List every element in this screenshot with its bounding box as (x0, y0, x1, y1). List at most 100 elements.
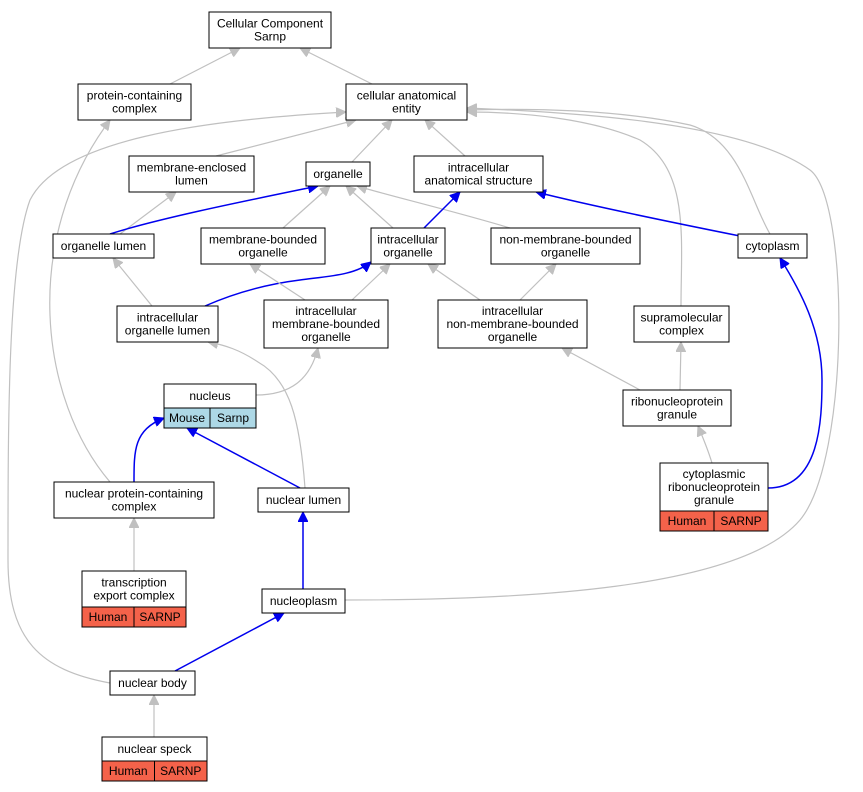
node-label-line: transcription (101, 576, 166, 590)
gene-label: SARNP (720, 514, 761, 528)
node-box (305, 161, 371, 187)
node-label-line: intracellular (482, 304, 543, 318)
edge-intracellular-organelle-to-organelle (346, 186, 394, 229)
node-label-line: nucleus (189, 389, 230, 403)
node-label-line: ribonucleoprotein (668, 480, 760, 494)
edge-protein-containing-complex-to-cellular-component (169, 47, 240, 85)
node-label-line: nuclear lumen (266, 493, 341, 507)
gene-cell (209, 407, 257, 429)
gene-label: SARNP (160, 764, 201, 778)
node-box (77, 83, 192, 121)
edge-supramolecular-complex-to-cellular-anatomical-entity (467, 112, 683, 307)
node-label-line: organelle (238, 246, 288, 260)
node-label-line: organelle lumen (61, 239, 146, 253)
node-label-line: membrane-bounded (272, 317, 380, 331)
edge-intracellular-membrane-bounded-organelle-to-membrane-bounded-organelle (250, 264, 306, 301)
node-label-line: organelle (488, 330, 538, 344)
edge-cytoplasmic-ribonucleoprotein-granule-to-ribonucleoprotein-granule (698, 426, 713, 464)
node-box (52, 233, 155, 259)
node-label-line: complex (659, 324, 704, 338)
edge-organelle-lumen-to-membrane-enclosed-lumen (119, 192, 176, 235)
edge-nucleoplasm-to-cellular-anatomical-entity (344, 108, 840, 601)
edge-cytoplasm-to-intracellular-anatomical-structure (536, 192, 741, 237)
node-label-line: protein-containing (87, 89, 182, 103)
node-nuclear-body[interactable]: nuclear body (109, 670, 196, 696)
node-label-line: non-membrane-bounded (499, 233, 631, 247)
node-label-line: organelle (383, 246, 433, 260)
species-label: Human (109, 764, 148, 778)
edge-nuclear-protein-containing-complex-to-nucleus (133, 418, 164, 483)
node-cytoplasm[interactable]: cytoplasm (737, 233, 808, 259)
node-label-line: granule (694, 493, 734, 507)
node-label-line: membrane-enclosed (137, 161, 246, 175)
node-label-line: complex (112, 500, 157, 514)
node-label-line: anatomical structure (424, 174, 532, 188)
node-layer: Cellular ComponentSarnpprotein-containin… (52, 11, 808, 782)
edge-nuclear-lumen-to-nucleus (187, 427, 301, 489)
node-box (261, 588, 346, 614)
node-nucleoplasm[interactable]: nucleoplasm (261, 588, 346, 614)
node-box (437, 299, 588, 349)
node-nuclear-lumen[interactable]: nuclear lumen (257, 487, 350, 513)
node-intracellular-non-membrane-bounded-organelle[interactable]: intracellularnon-membrane-boundedorganel… (437, 299, 588, 349)
node-cytoplasmic-ribonucleoprotein-granule[interactable]: cytoplasmicribonucleoproteingranuleHuman… (659, 462, 769, 532)
node-label-line: cellular anatomical (357, 89, 456, 103)
node-label-line: intracellular (295, 304, 356, 318)
node-label-line: granule (657, 408, 697, 422)
species-label: Human (668, 514, 707, 528)
node-label-line: intracellular (137, 311, 198, 325)
node-box (490, 227, 641, 265)
node-box (128, 155, 255, 193)
edge-intracellular-non-membrane-bounded-organelle-to-intracellular-organelle (428, 264, 481, 301)
node-box (345, 83, 468, 121)
node-box (659, 462, 769, 512)
node-label-line: cytoplasm (745, 239, 799, 253)
node-box (116, 305, 219, 343)
gene-cell (133, 606, 187, 628)
node-label-line: supramolecular (640, 311, 722, 325)
edge-ribonucleoprotein-granule-to-supramolecular-complex (680, 342, 681, 391)
node-label-line: Cellular Component (217, 17, 324, 31)
node-box (163, 383, 257, 409)
node-label-line: entity (392, 102, 421, 116)
edge-cellular-anatomical-entity-to-cellular-component (300, 47, 373, 85)
gene-label: Sarnp (217, 411, 249, 425)
node-organelle-lumen[interactable]: organelle lumen (52, 233, 155, 259)
node-box (263, 299, 389, 349)
node-label-line: complex (112, 102, 157, 116)
edge-layer (7, 47, 840, 737)
edge-membrane-bounded-organelle-to-organelle (282, 186, 330, 229)
edge-organelle-to-cellular-anatomical-entity (351, 120, 392, 163)
gene-cell (713, 510, 769, 532)
edge-intracellular-anatomical-structure-to-cellular-anatomical-entity (425, 120, 466, 157)
node-label-line: export complex (93, 589, 174, 603)
node-box (208, 11, 332, 49)
node-label-line: organelle (313, 167, 363, 181)
node-box (737, 233, 808, 259)
node-label-line: non-membrane-bounded (446, 317, 578, 331)
node-organelle[interactable]: organelle (305, 161, 371, 187)
node-label-line: organelle (301, 330, 351, 344)
node-box (622, 389, 732, 427)
edge-ribonucleoprotein-granule-to-intracellular-non-membrane-bounded-organelle (562, 348, 641, 391)
node-box (200, 227, 326, 265)
node-label-line: nuclear speck (117, 742, 192, 756)
edge-intracellular-organelle-to-intracellular-anatomical-structure (423, 192, 460, 229)
